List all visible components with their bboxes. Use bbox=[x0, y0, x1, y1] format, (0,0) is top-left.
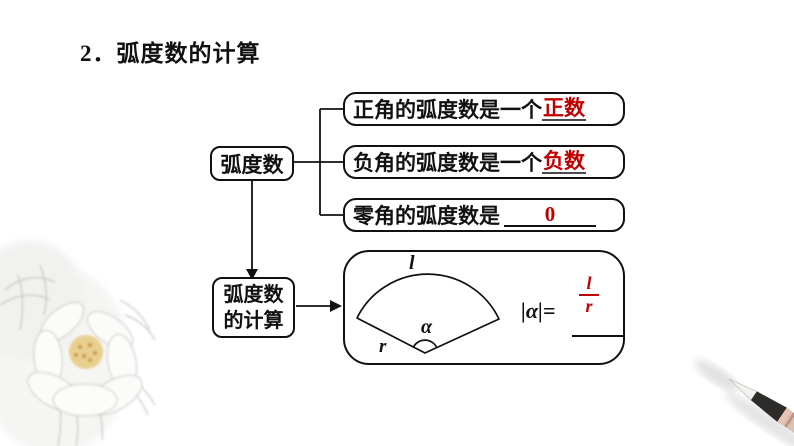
angle-label: α bbox=[421, 316, 433, 338]
branch-zero-answer: 0 bbox=[544, 201, 556, 226]
radius-label: r bbox=[379, 336, 387, 357]
node-radian-measure: 弧度数 bbox=[210, 146, 294, 181]
branch-positive-prefix: 正角的弧度数是一个 bbox=[353, 98, 542, 122]
fraction-bar bbox=[579, 294, 599, 296]
formula-answer-blank bbox=[572, 335, 624, 337]
branch-zero-angle: 零角的弧度数是 0 bbox=[343, 198, 625, 232]
sector-diagram bbox=[356, 273, 500, 354]
node-radian-calculation-line1: 弧度数 bbox=[223, 283, 284, 306]
branch-positive-angle: 正角的弧度数是一个正数 bbox=[343, 92, 625, 126]
formula-fraction: l r bbox=[575, 274, 603, 316]
node-radian-calculation-line2: 的计算 bbox=[223, 309, 284, 332]
formula-lhs: |α|= bbox=[521, 298, 556, 323]
branch-negative-prefix: 负角的弧度数是一个 bbox=[353, 151, 542, 175]
node-radian-measure-label: 弧度数 bbox=[220, 152, 284, 177]
branch-zero-prefix: 零角的弧度数是 bbox=[353, 204, 500, 228]
page-title: 2．弧度数的计算 bbox=[80, 41, 261, 66]
branch-negative-angle: 负角的弧度数是一个负数 bbox=[343, 145, 625, 179]
formula-denominator: r bbox=[585, 296, 593, 316]
formula-numerator: l bbox=[586, 273, 592, 293]
arc-length-label: l bbox=[409, 252, 415, 274]
node-radian-calculation: 弧度数 的计算 bbox=[212, 277, 295, 338]
branch-zero-answer-blank: 0 bbox=[504, 201, 596, 227]
branch-negative-answer: 负数 bbox=[542, 148, 586, 175]
branch-positive-answer: 正数 bbox=[542, 95, 586, 122]
formula-panel: l α r |α|= l r bbox=[343, 250, 625, 365]
